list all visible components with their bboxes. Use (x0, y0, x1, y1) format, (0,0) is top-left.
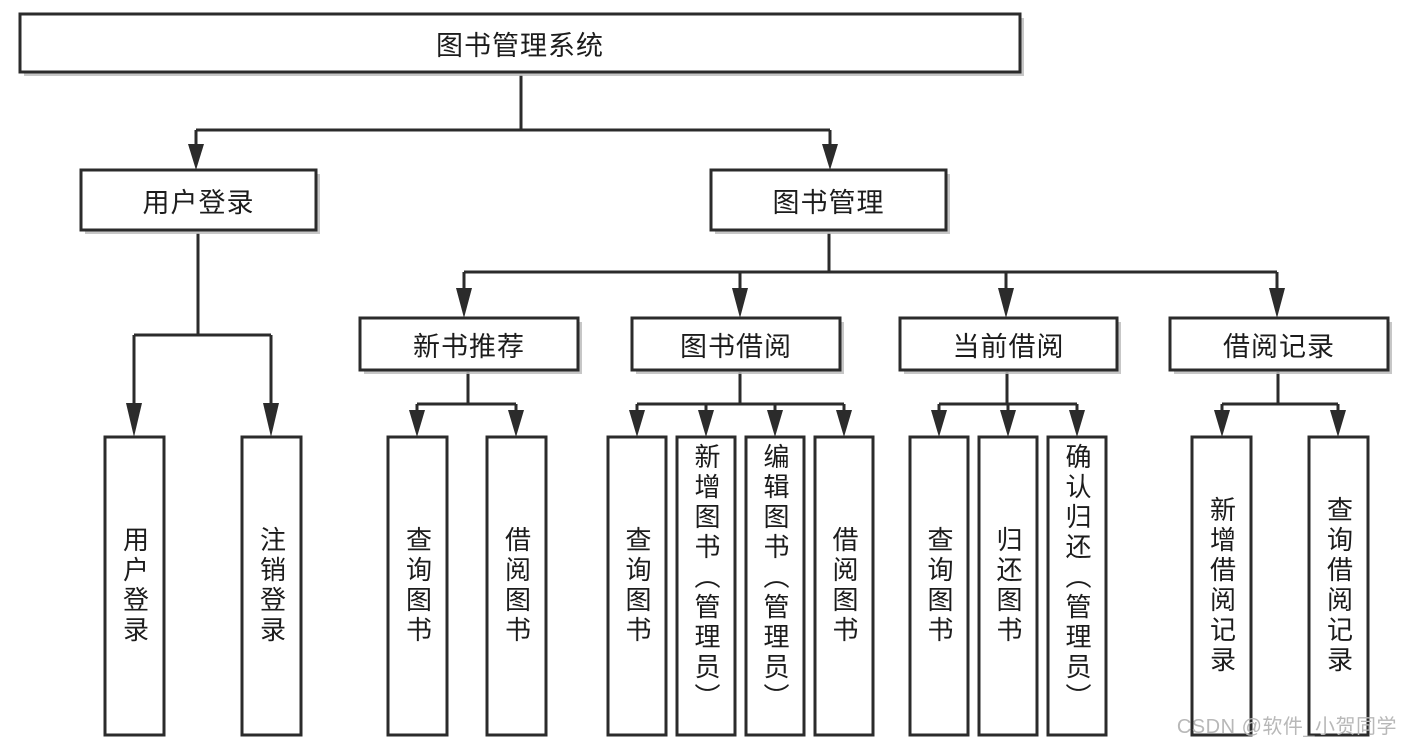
connector-group-record (1214, 372, 1346, 437)
node-root[interactable] (18, 12, 1024, 76)
arrow-head-leaf-borrow-1 (629, 410, 645, 437)
node-leaf-record-2-rect[interactable] (1307, 435, 1370, 737)
node-leaf-borrow-4[interactable] (813, 435, 875, 737)
node-current-borrow-rect[interactable] (898, 316, 1119, 372)
connector-group-current (931, 372, 1085, 437)
node-new-book-recommend-rect[interactable] (358, 316, 580, 372)
node-leaf-borrow-1-rect[interactable] (606, 435, 668, 737)
connector-group-new-book (409, 372, 524, 437)
arrow-head-book-mgmt (822, 144, 838, 170)
arrow-head-user-login (188, 144, 204, 170)
node-root-rect[interactable] (18, 12, 1022, 74)
node-leaf-new-book-2[interactable] (485, 435, 548, 737)
arrow-head-leaf-newbook-2 (508, 410, 524, 437)
arrow-head-leaf-current-3 (1069, 410, 1085, 437)
node-leaf-current-3-rect[interactable] (1046, 435, 1108, 737)
node-leaf-borrow-1[interactable] (606, 435, 668, 737)
node-leaf-user-login-1[interactable] (103, 435, 166, 737)
node-leaf-current-1-rect[interactable] (908, 435, 970, 737)
connector-group-user-login (126, 233, 279, 437)
connector-group-borrow (629, 372, 852, 437)
arrow-head-leaf-user-login-1 (126, 403, 142, 437)
node-leaf-current-2[interactable] (977, 435, 1039, 737)
arrow-head-leaf-current-2 (1000, 410, 1016, 437)
node-borrow-record[interactable] (1168, 316, 1392, 374)
node-user-login-rect[interactable] (79, 168, 318, 232)
node-leaf-user-login-2-rect[interactable] (240, 435, 303, 737)
node-leaf-borrow-2[interactable] (675, 435, 737, 737)
node-leaf-current-3[interactable] (1046, 435, 1108, 737)
node-borrow-record-rect[interactable] (1168, 316, 1390, 372)
arrow-head-leaf-borrow-3 (767, 410, 783, 437)
arrow-head-leaf-record-2 (1330, 410, 1346, 437)
node-leaf-current-2-rect[interactable] (977, 435, 1039, 737)
connector-group-book-mgmt (456, 233, 1285, 318)
node-book-management-rect[interactable] (709, 168, 948, 232)
node-leaf-user-login-1-rect[interactable] (103, 435, 166, 737)
node-leaf-new-book-1-rect[interactable] (386, 435, 449, 737)
arrow-head-leaf-record-1 (1214, 410, 1230, 437)
node-leaf-record-1[interactable] (1190, 435, 1253, 737)
node-book-borrow-rect[interactable] (630, 316, 842, 372)
arrow-head-record (1269, 288, 1285, 318)
node-leaf-user-login-2[interactable] (240, 435, 303, 737)
node-current-borrow[interactable] (898, 316, 1121, 374)
node-user-login[interactable] (79, 168, 320, 234)
node-leaf-new-book-2-rect[interactable] (485, 435, 548, 737)
node-leaf-new-book-1[interactable] (386, 435, 449, 737)
connector-group-root (188, 75, 838, 170)
node-leaf-borrow-2-rect[interactable] (675, 435, 737, 737)
node-leaf-current-1[interactable] (908, 435, 970, 737)
node-leaf-record-1-rect[interactable] (1190, 435, 1253, 737)
arrow-head-leaf-borrow-4 (836, 410, 852, 437)
arrow-head-leaf-user-login-2 (263, 403, 279, 437)
node-leaf-borrow-4-rect[interactable] (813, 435, 875, 737)
node-book-management[interactable] (709, 168, 950, 234)
node-leaf-borrow-3[interactable] (744, 435, 806, 737)
arrow-head-borrow (732, 288, 748, 318)
arrow-head-current (998, 288, 1014, 318)
arrow-head-leaf-borrow-2 (698, 410, 714, 437)
arrow-head-leaf-newbook-1 (409, 410, 425, 437)
node-book-borrow[interactable] (630, 316, 844, 374)
arrow-head-new-book (456, 288, 472, 318)
node-leaf-record-2[interactable] (1307, 435, 1370, 737)
node-new-book-recommend[interactable] (358, 316, 582, 374)
arrow-head-leaf-current-1 (931, 410, 947, 437)
node-leaf-borrow-3-rect[interactable] (744, 435, 806, 737)
